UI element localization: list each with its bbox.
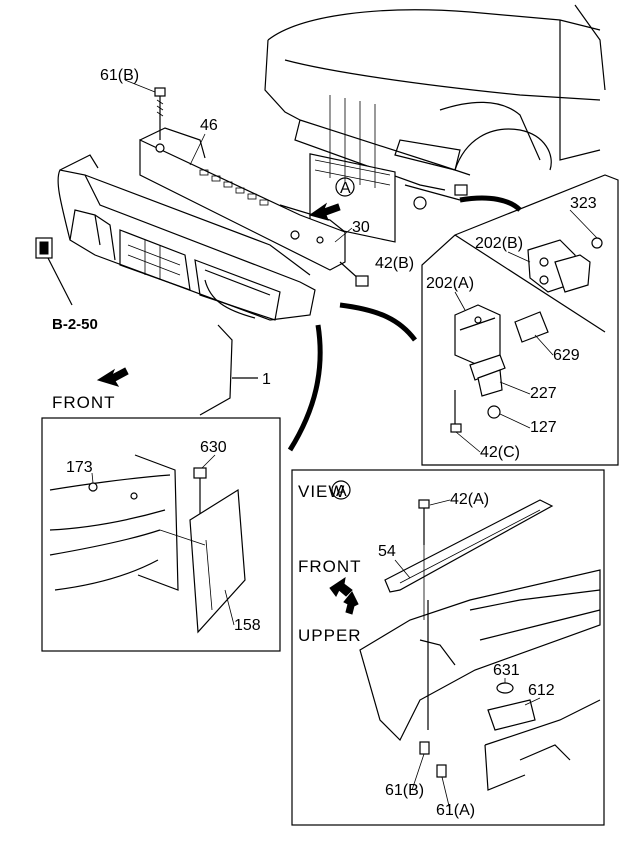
callout-46: 46 — [200, 117, 218, 134]
callout-202b: 202(B) — [475, 235, 523, 252]
connector-arcs — [287, 195, 522, 452]
front-label-main: FRONT — [52, 393, 116, 412]
callout-1: 1 — [262, 371, 271, 388]
callout-630: 630 — [200, 439, 227, 456]
vehicle-front-illustration — [264, 4, 606, 243]
callout-42c: 42(C) — [480, 444, 520, 461]
bumper-reinforcement — [139, 127, 346, 271]
upper-label-view: UPPER — [298, 626, 362, 645]
callout-202a: 202(A) — [426, 275, 474, 292]
callout-leaders — [91, 79, 598, 811]
reference-label: B-2-50 — [52, 316, 98, 333]
callout-631: 631 — [493, 662, 520, 679]
view-a-detail-box — [291, 469, 605, 826]
callout-61a: 61(A) — [436, 802, 475, 819]
callout-612: 612 — [528, 682, 555, 699]
front-bumper — [57, 154, 316, 321]
bolt-42b — [339, 261, 369, 287]
callout-127: 127 — [530, 419, 557, 436]
callout-30: 30 — [352, 219, 370, 236]
callout-173: 173 — [66, 459, 93, 476]
front-label-view: FRONT — [298, 557, 362, 576]
callout-61b-bottom: 61(B) — [385, 782, 424, 799]
callout-629: 629 — [553, 347, 580, 364]
leader-line-1 — [199, 324, 233, 416]
view-marker-letter: A — [340, 180, 351, 197]
view-a-arrow — [308, 177, 355, 221]
callout-323: 323 — [570, 195, 597, 212]
callout-labels: 61(B) 46 30 42(B) 323 202(B) 202(A) 629 … — [52, 67, 597, 819]
front-arrow-icon — [96, 367, 129, 387]
callout-42b: 42(B) — [375, 255, 414, 272]
view-marker-letter-box: A — [336, 483, 347, 500]
clip-part — [35, 237, 73, 306]
callout-54: 54 — [378, 543, 396, 560]
callout-158: 158 — [234, 617, 261, 634]
callout-61b-top: 61(B) — [100, 67, 139, 84]
callout-42a: 42(A) — [450, 491, 489, 508]
callout-227: 227 — [530, 385, 557, 402]
side-cover-detail-box — [41, 417, 281, 652]
bracket-detail-box — [421, 174, 619, 466]
view-title: VIEW — [298, 482, 345, 501]
